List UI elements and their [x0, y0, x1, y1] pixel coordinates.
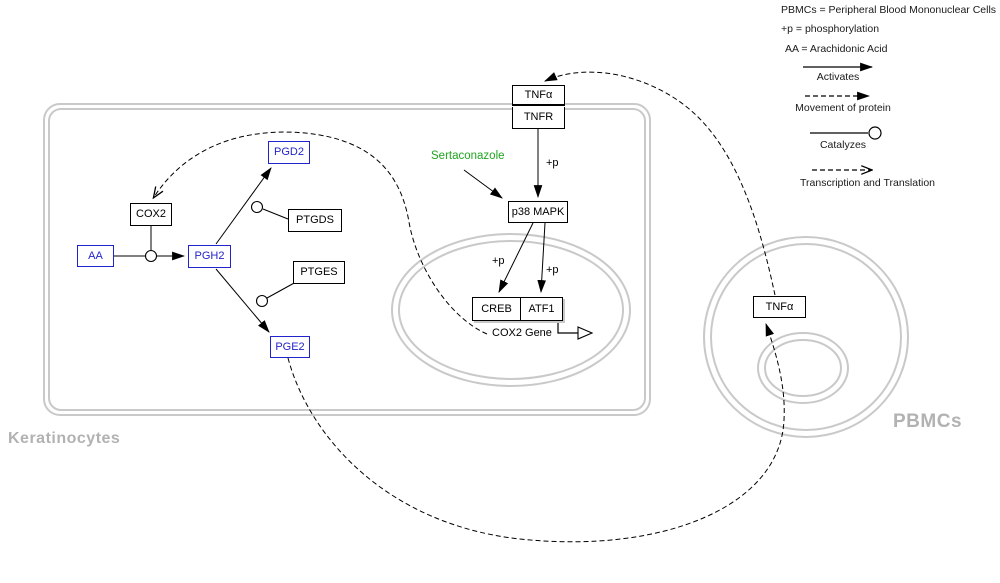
catalysis-circle-ptgds [250, 200, 264, 214]
node-aa[interactable]: AA [77, 245, 114, 267]
catalysis-circle-cox2 [144, 249, 158, 263]
movement-dashed-arrow-pge2-to-tnfa-pbmc [287, 322, 785, 543]
legend-abbrev-pbmcs: PBMCs = Peripheral Blood Mononuclear Cel… [781, 4, 997, 16]
gene-transcription-bent-arrow [557, 321, 578, 334]
node-p38-mapk[interactable]: p38 MAPK [508, 201, 568, 223]
phospho-label-p38-creb: +p [492, 255, 505, 267]
cox2-gene-label[interactable]: COX2 Gene [492, 327, 552, 339]
movement-dashed-arrow-tnfa-pbmc-to-keratinocyte [544, 71, 776, 296]
catalysis-stem-ptgds [262, 208, 289, 220]
activation-arrow-sertaconazole-p38 [463, 169, 503, 199]
keratinocyte-membrane [43, 103, 651, 416]
phospho-label-tnfr-p38: +p [546, 157, 559, 169]
legend-catalyzes-label: Catalyzes [819, 139, 867, 151]
node-tnfr[interactable]: TNFR [512, 107, 565, 129]
node-cox2[interactable]: COX2 [130, 203, 172, 226]
activation-arrow-p38-atf1 [537, 222, 547, 294]
catalysis-circle-ptges [255, 294, 269, 308]
legend-transcription-label: Transcription and Translation [800, 177, 936, 189]
legend-activates-label: Activates [816, 71, 860, 83]
node-ptgds[interactable]: PTGDS [288, 209, 342, 232]
legend-abbrev-aa: AA = Arachidonic Acid [785, 43, 888, 55]
activation-arrow-pgh2-pge2 [215, 268, 270, 333]
keratinocyte-nucleus [391, 233, 631, 387]
node-pgd2[interactable]: PGD2 [268, 141, 310, 164]
legend-abbrev-phospho: +p = phosphorylation [781, 23, 880, 35]
keratinocytes-cell-label: Keratinocytes [8, 430, 121, 447]
pbmc-membrane [703, 236, 909, 438]
node-pgh2[interactable]: PGH2 [188, 245, 231, 268]
node-ptges[interactable]: PTGES [293, 261, 345, 284]
node-tnfa-keratinocyte[interactable]: TNFα [512, 85, 565, 106]
activation-arrow-pgh2-pgd2 [215, 167, 272, 245]
node-tnfa-pbmc[interactable]: TNFα [753, 296, 806, 318]
node-atf1[interactable]: ATF1 [520, 297, 563, 321]
pbmc-nucleus [757, 332, 849, 404]
phospho-label-p38-atf1: +p [546, 264, 559, 276]
node-pge2[interactable]: PGE2 [270, 336, 310, 358]
gene-transcription-arrowhead [577, 326, 594, 340]
drug-label-sertaconazole[interactable]: Sertaconazole [431, 150, 505, 162]
pbmcs-cell-label: PBMCs [893, 411, 963, 432]
legend-catalyzes-circle-icon [868, 126, 882, 140]
catalysis-stem-ptges [266, 281, 297, 299]
activation-arrow-p38-creb [498, 222, 534, 293]
transcription-dashed-arrow-cox2gene-cox2 [154, 131, 488, 335]
node-creb[interactable]: CREB [472, 297, 521, 321]
legend-movement-label: Movement of protein [795, 102, 891, 114]
